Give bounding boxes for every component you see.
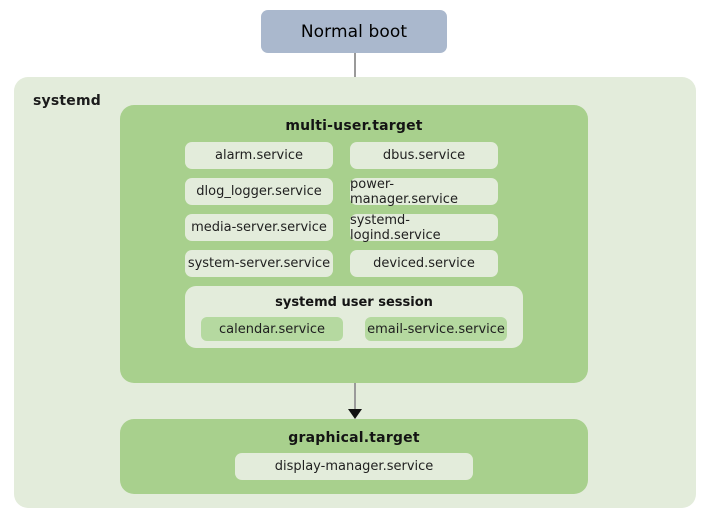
service-pill: dlog_logger.service xyxy=(185,178,333,205)
user-session-service-list: calendar.service email-service.service xyxy=(201,317,507,341)
multi-user-target-title: multi-user.target xyxy=(285,118,423,134)
multi-user-target-panel: multi-user.target alarm.service dbus.ser… xyxy=(120,105,588,383)
service-pill: systemd-logind.service xyxy=(350,213,498,243)
arrow-multi-user-target-to-graphical-target xyxy=(348,383,362,419)
graphical-target-panel: graphical.target display-manager.service xyxy=(120,419,588,494)
graphical-target-title: graphical.target xyxy=(288,430,420,446)
normal-boot-box: Normal boot xyxy=(261,10,447,53)
service-pill: power-manager.service xyxy=(350,177,498,207)
service-pill: email-service.service xyxy=(365,317,507,341)
service-pill: media-server.service xyxy=(185,214,333,241)
arrow-shaft xyxy=(354,53,356,97)
service-pill: system-server.service xyxy=(185,250,333,277)
normal-boot-label: Normal boot xyxy=(300,21,408,42)
service-pill: alarm.service xyxy=(185,142,333,169)
multi-user-service-grid: alarm.service dbus.service dlog_logger.s… xyxy=(185,142,523,277)
arrow-head xyxy=(348,409,362,419)
systemd-label: systemd xyxy=(33,93,101,109)
service-pill: display-manager.service xyxy=(235,453,473,480)
arrow-shaft xyxy=(354,383,356,411)
systemd-user-session-panel: systemd user session calendar.service em… xyxy=(185,286,523,348)
service-pill: deviced.service xyxy=(350,250,498,277)
service-pill: dbus.service xyxy=(350,142,498,169)
service-pill: calendar.service xyxy=(201,317,343,341)
systemd-user-session-title: systemd user session xyxy=(275,295,433,310)
